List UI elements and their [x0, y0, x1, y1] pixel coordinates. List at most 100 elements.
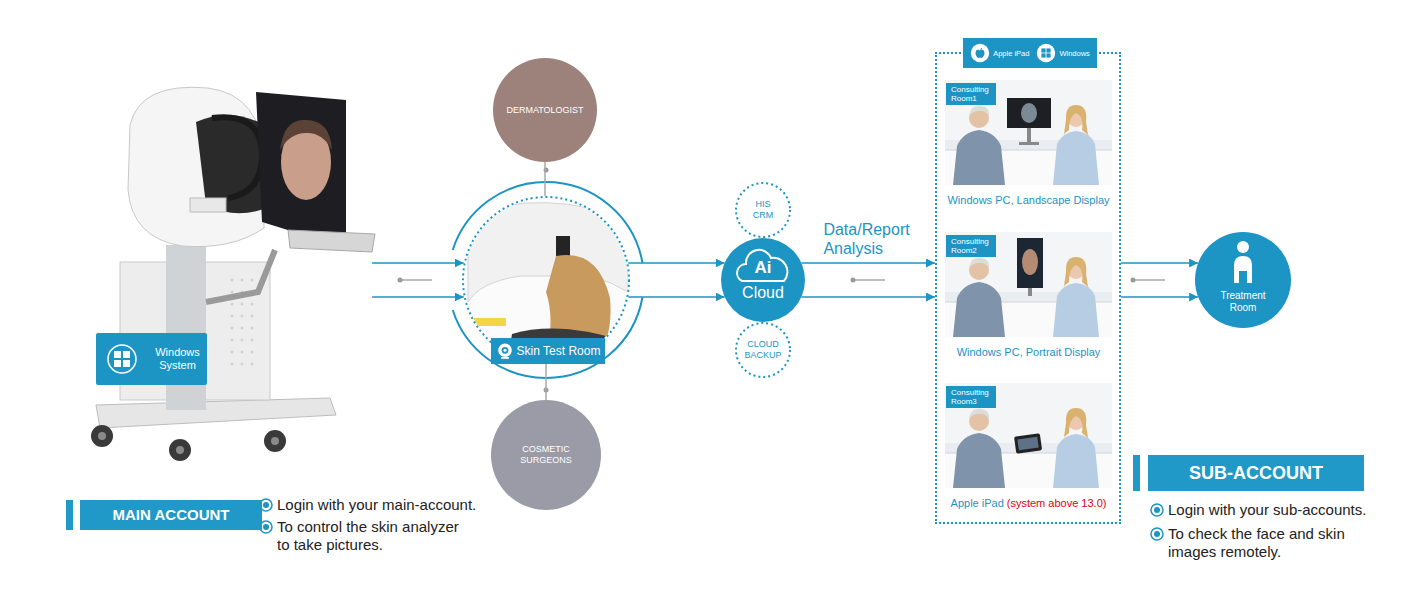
- flow-connector: [372, 296, 464, 298]
- consulting-room: Consulting Room1Windows PC, Landscape Di…: [945, 80, 1112, 208]
- flow-connector: [372, 262, 464, 264]
- skin-analyzer-drawing: [251, 327, 254, 330]
- person-icon: [1237, 241, 1249, 253]
- skin-analyzer-drawing: [251, 363, 254, 366]
- skin-analyzer-drawing: [241, 303, 244, 306]
- skin-analyzer-drawing: [241, 339, 244, 342]
- skin-analyzer-drawing: [241, 327, 244, 330]
- account-bar: [66, 500, 73, 530]
- skin-analyzer-drawing: [231, 351, 234, 354]
- service-text: HIS CRM: [748, 182, 778, 238]
- person-icon: [1234, 241, 1252, 283]
- role-text: DERMATOLOGIST: [498, 58, 592, 162]
- circle-shape: [491, 400, 601, 510]
- account-bar: [1133, 455, 1140, 491]
- bullet-icon: [1151, 504, 1163, 516]
- bracket-arc: [453, 182, 546, 250]
- service-circle: CLOUD BACKUP: [735, 322, 791, 378]
- account-bar: [66, 455, 1140, 530]
- skin-analyzer-drawing: [91, 87, 375, 461]
- consulting-photo: [1021, 103, 1037, 123]
- consulting-photo: [1027, 128, 1031, 142]
- edge-label: Data/Report Analysis: [821, 220, 926, 258]
- consulting-photo: [1019, 142, 1039, 145]
- bracket-arc: [453, 182, 643, 378]
- skin-analyzer-drawing: [251, 303, 254, 306]
- bullet-icon: [1154, 507, 1160, 513]
- flow-connector: [1121, 262, 1198, 264]
- skin-test-room: Skin Test Room: [462, 196, 630, 364]
- flow-connector: [628, 262, 724, 264]
- skin-analyzer-drawing: [206, 250, 275, 302]
- link-mark: [398, 278, 403, 283]
- room-name: Skin Test Room: [517, 344, 601, 358]
- skin-analyzer-drawing: [114, 360, 121, 367]
- link-mark: [1131, 278, 1136, 283]
- skin-analyzer-drawing: [123, 360, 130, 367]
- skin-analyzer: Windows System: [85, 88, 372, 463]
- skin-analyzer-drawing: [190, 198, 226, 212]
- link-mark: [399, 279, 432, 281]
- flow-connector: [545, 364, 547, 400]
- consulting-photo: [945, 232, 1112, 337]
- service-circle: HIS CRM: [735, 182, 791, 238]
- skin-analyzer-drawing: [241, 363, 244, 366]
- person-icon: [1234, 256, 1252, 283]
- skin-analyzer-drawing: [251, 315, 254, 318]
- bracket-arc: [546, 182, 643, 263]
- skin-analyzer-drawing: [231, 339, 234, 342]
- role-circle: COSMETIC SURGEONS: [491, 400, 601, 510]
- platform-text: Windows: [1059, 49, 1089, 58]
- role-circle: DERMATOLOGIST: [493, 58, 597, 162]
- skin-test-photo: [474, 318, 506, 326]
- skin-analyzer-drawing: [123, 351, 130, 358]
- consulting-group: Apple iPad WindowsConsulting Room1Windows…: [935, 52, 1121, 524]
- cloud-icon: [737, 250, 787, 281]
- link-mark: [851, 278, 856, 283]
- bullet-icon: [263, 502, 269, 508]
- consulting-room: Consulting Room2Windows PC, Portrait Dis…: [945, 232, 1112, 360]
- circle-shape: [1195, 232, 1291, 328]
- account-tag: SUB-ACCOUNT: [1148, 455, 1364, 491]
- bullet-note: To check the face and skin images remote…: [1168, 525, 1363, 561]
- skin-analyzer-drawing: [96, 333, 207, 385]
- platform-icon: [970, 43, 990, 63]
- platform-tag: Apple iPad Windows: [963, 38, 1097, 68]
- account-tag: MAIN ACCOUNT: [80, 500, 262, 530]
- account-title: SUB-ACCOUNT: [1148, 455, 1364, 491]
- consulting-room: Apple iPad(system above 13.0)Consulting …: [945, 383, 1112, 511]
- room-tag-text: Consulting Room2: [946, 235, 996, 257]
- skin-analyzer-drawing: [271, 437, 279, 445]
- treatment-text: Treatment Room: [1212, 290, 1274, 314]
- flow-connector: [801, 262, 935, 264]
- skin-analyzer-drawing: [231, 363, 234, 366]
- consulting-photo: [945, 80, 1112, 185]
- consulting-photo: [945, 383, 1112, 488]
- account-title: MAIN ACCOUNT: [80, 500, 262, 530]
- platform-icon: [1037, 44, 1055, 62]
- circle-shape: [463, 197, 629, 363]
- device-caption: Apple iPad: [951, 496, 1004, 510]
- circle-shape: [721, 238, 805, 322]
- skin-test-photo: [460, 195, 632, 372]
- skin-analyzer-drawing: [98, 432, 106, 440]
- device-caption: Windows PC, Portrait Display: [937, 344, 1120, 359]
- flow-connector: [544, 162, 546, 196]
- skin-analyzer-drawing: [231, 279, 234, 282]
- skin-analyzer-drawing: [280, 120, 332, 150]
- skin-analyzer-drawing: [114, 351, 121, 358]
- skin-analyzer-drawing: [241, 351, 244, 354]
- skin-analyzer-drawing: [108, 345, 136, 373]
- consulting-photo: [1014, 433, 1042, 453]
- skin-analyzer-drawing: [264, 430, 286, 452]
- bullet-note: To control the skin analyzer to take pic…: [277, 518, 469, 554]
- device-caption: Windows PC, Landscape Display: [937, 192, 1120, 207]
- role-text: COSMETIC SURGEONS: [511, 400, 581, 510]
- bullet-icon: [1154, 531, 1160, 537]
- platform-text: Apple iPad: [993, 49, 1029, 58]
- skin-analyzer-drawing: [256, 92, 346, 248]
- consulting-photo: [1017, 437, 1038, 451]
- skin-analyzer-drawing: [91, 425, 113, 447]
- system-note: (system above 13.0): [1007, 496, 1107, 510]
- circle-shape: [736, 323, 790, 377]
